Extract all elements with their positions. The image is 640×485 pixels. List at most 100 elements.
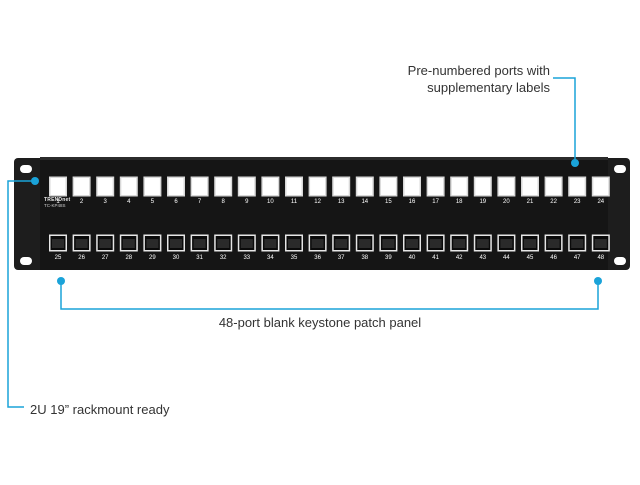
keystone-port <box>310 178 326 195</box>
port-number: 7 <box>197 199 202 205</box>
keystone-port <box>74 178 90 195</box>
port-number: 30 <box>172 255 180 261</box>
keystone-port-insert <box>311 239 324 248</box>
keystone-port <box>50 178 66 195</box>
port-number: 45 <box>526 255 534 261</box>
keystone-port-insert <box>358 239 371 248</box>
keystone-port <box>144 178 160 195</box>
keystone-port-insert <box>382 239 395 248</box>
port-number: 21 <box>526 199 534 205</box>
port-number: 44 <box>503 255 510 261</box>
keystone-port-insert <box>75 239 88 248</box>
port-number: 5 <box>150 199 155 205</box>
callout-top-line1: Pre-numbered ports with <box>407 63 550 78</box>
port-number: 40 <box>408 255 416 261</box>
port-number: 6 <box>174 199 178 205</box>
left-rack-ear <box>14 158 44 270</box>
keystone-port-insert <box>594 239 607 248</box>
keystone-port-insert <box>335 239 348 248</box>
keystone-port-insert <box>476 239 489 248</box>
callout-top-line2: supplementary labels <box>427 80 550 95</box>
keystone-port <box>522 178 538 195</box>
port-number: 9 <box>245 199 249 205</box>
keystone-port-insert <box>500 239 513 248</box>
keystone-port <box>215 178 231 195</box>
port-number: 15 <box>385 199 392 205</box>
port-number: 3 <box>103 199 107 205</box>
keystone-port <box>239 178 255 195</box>
port-number: 24 <box>597 199 605 205</box>
mount-hole <box>614 165 626 173</box>
keystone-port <box>192 178 208 195</box>
port-number: 31 <box>196 255 203 261</box>
port-number: 10 <box>267 199 274 205</box>
port-number: 19 <box>479 199 487 205</box>
mount-hole <box>20 165 32 173</box>
keystone-port <box>451 178 467 195</box>
port-number: 4 <box>127 199 131 205</box>
port-number: 39 <box>385 255 392 261</box>
port-number: 13 <box>337 199 345 205</box>
port-number: 22 <box>550 199 557 205</box>
port-number: 43 <box>479 255 487 261</box>
port-number: 23 <box>573 199 581 205</box>
keystone-port-insert <box>288 239 300 248</box>
keystone-port-insert <box>524 239 536 248</box>
keystone-port-insert <box>571 239 584 248</box>
keystone-port <box>333 178 349 195</box>
brand-logo: TRENDnet <box>44 197 71 203</box>
port-number: 33 <box>243 255 251 261</box>
port-number: 20 <box>503 199 510 205</box>
bottom-callout-dot <box>31 177 39 185</box>
port-number: 11 <box>290 199 298 205</box>
port-number: 42 <box>455 255 463 261</box>
port-number: 36 <box>314 255 321 261</box>
keystone-port <box>404 178 420 195</box>
port-number: 46 <box>550 255 557 261</box>
port-number: 26 <box>78 255 85 261</box>
bottom-callout-line <box>7 180 33 408</box>
keystone-port <box>357 178 373 195</box>
port-number: 12 <box>314 199 321 205</box>
port-number: 1 <box>56 199 60 205</box>
middle-bracket-dot-left <box>57 277 65 285</box>
keystone-port-insert <box>264 239 277 248</box>
keystone-port <box>546 178 562 195</box>
keystone-port-insert <box>453 239 466 248</box>
keystone-port-insert <box>193 239 206 248</box>
port-number: 8 <box>221 199 225 205</box>
port-number: 35 <box>290 255 298 261</box>
callout-rackmount: 2U 19” rackmount ready <box>30 402 170 417</box>
keystone-port <box>428 178 444 195</box>
keystone-port-insert <box>170 239 182 248</box>
keystone-port <box>569 178 585 195</box>
model-label: TC-KP48S <box>44 203 66 208</box>
keystone-port <box>286 178 302 195</box>
mount-hole <box>20 257 32 265</box>
port-number: 17 <box>432 199 439 205</box>
port-number: 32 <box>219 255 227 261</box>
keystone-port-insert <box>429 239 442 248</box>
port-number: 16 <box>408 199 416 205</box>
callout-prenumbered: Pre-numbered ports with supplementary la… <box>408 62 550 96</box>
port-number: 48 <box>597 255 605 261</box>
middle-bracket-line <box>60 283 599 310</box>
keystone-port <box>498 178 514 195</box>
port-number: 2 <box>79 199 84 205</box>
keystone-port-insert <box>122 239 135 248</box>
port-number: 18 <box>455 199 463 205</box>
port-number: 14 <box>361 199 369 205</box>
top-callout-dot <box>571 159 579 167</box>
keystone-port-insert <box>547 239 560 248</box>
port-number: 27 <box>101 255 109 261</box>
port-number: 29 <box>149 255 156 261</box>
port-number: 34 <box>267 255 274 261</box>
port-number: 47 <box>573 255 581 261</box>
keystone-port-insert <box>99 239 112 248</box>
callout-keystone: 48-port blank keystone patch panel <box>218 315 422 330</box>
keystone-port <box>475 178 491 195</box>
keystone-port <box>121 178 137 195</box>
